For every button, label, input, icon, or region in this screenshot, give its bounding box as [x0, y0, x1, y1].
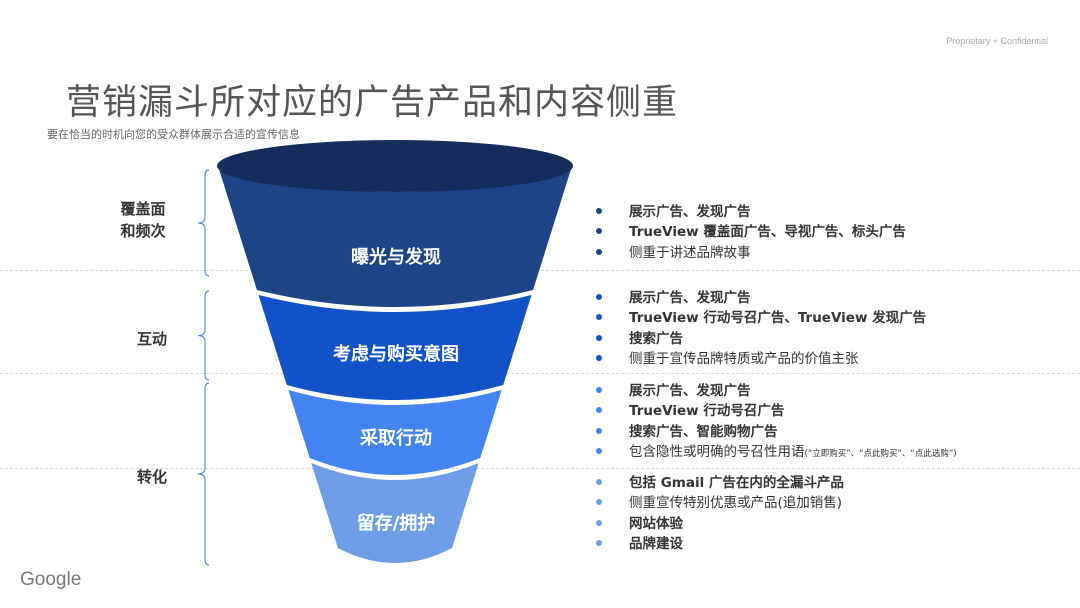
bullet-icon [596, 228, 602, 235]
list-item-text: TrueView 覆盖面广告、导视广告、标头广告 [629, 224, 906, 241]
list-item: 搜索广告、智能购物广告 [596, 422, 778, 442]
list-item: 展示广告、发现广告 [596, 202, 751, 222]
list-item-text: 侧重于讲述品牌故事 [629, 244, 751, 261]
subtitle: 要在恰当的时机向您的受众群体展示合适的宣传信息 [47, 128, 300, 141]
brace-conversion [197, 382, 210, 566]
section-label-line: 和频次 [120, 222, 166, 240]
section-label-engagement: 互动 [136, 330, 168, 348]
list-item: 网站体验 [596, 514, 683, 534]
list-item: 侧重宣传特别优惠或产品(追加销售) [596, 493, 842, 513]
stage-label-loyalty: 留存/拥护 [356, 513, 436, 534]
list-item: 侧重于讲述品牌故事 [596, 243, 751, 263]
divider [0, 373, 1080, 374]
bullet-icon [596, 447, 602, 454]
brace-reach [197, 169, 210, 277]
bullet-icon [596, 479, 602, 485]
stage-label-consideration: 考虑与购买意图 [333, 344, 459, 365]
divider [0, 468, 1080, 469]
list-item-text: TrueView 行动号召广告、TrueView 发现广告 [629, 310, 927, 327]
bullet-icon [596, 499, 602, 506]
list-item-text: 包括 Gmail 广告在内的全漏斗产品 [629, 475, 844, 491]
list-item: TrueView 覆盖面广告、导视广告、标头广告 [596, 222, 906, 242]
list-item-text: 搜索广告、智能购物广告 [629, 423, 778, 440]
bullet-icon [596, 208, 602, 214]
list-item: 品牌建设 [596, 534, 683, 554]
list-item-text: 搜索广告 [629, 330, 683, 347]
bullet-icon [596, 314, 602, 321]
section-label-reach: 覆盖面 和频次 [120, 198, 165, 242]
funnel-stage-consideration [258, 295, 532, 400]
bullet-icon [596, 248, 602, 255]
list-item: 侧重于宣传品牌特质或产品的价值主张 [596, 349, 859, 369]
list-item-text: 展示广告、发现广告 [629, 383, 751, 399]
section-label-conversion: 转化 [136, 468, 168, 486]
list-item-text: 展示广告、发现广告 [629, 204, 751, 220]
funnel-stage-action [288, 390, 502, 475]
bullet-icon [596, 539, 602, 546]
list-item: 包括 Gmail 广告在内的全漏斗产品 [596, 473, 844, 493]
bullet-icon [596, 519, 602, 526]
brace-engagement [197, 290, 210, 381]
page-title: 营销漏斗所对应的广告产品和内容侧重 [66, 83, 679, 123]
funnel-top-opening [217, 140, 573, 192]
funnel-stage-awareness [218, 166, 572, 307]
stage-label-action: 采取行动 [360, 428, 432, 449]
list-item: 包含隐性或明确的号召性用语(“立即购买”、“点此购买”、“点此选购”) [596, 442, 957, 462]
bullet-icon [596, 407, 602, 414]
bullet-icon [596, 354, 602, 361]
list-item-text: 品牌建设 [629, 535, 683, 552]
google-logo: Google [20, 569, 82, 590]
list-item-text: 展示广告、发现广告 [629, 290, 751, 306]
list-item: 展示广告、发现广告 [596, 381, 751, 401]
list-item-text: 侧重宣传特别优惠或产品(追加销售) [629, 495, 843, 512]
list-item: 展示广告、发现广告 [596, 288, 751, 308]
section-label-line: 覆盖面 [120, 200, 166, 218]
funnel-stage-loyalty [311, 463, 479, 563]
list-item-text: 侧重于宣传品牌特质或产品的价值主张 [629, 350, 859, 367]
confidential-label: Proprietary + Confidential [946, 36, 1048, 46]
list-item: TrueView 行动号召广告 [596, 401, 784, 421]
stage-label-awareness: 曝光与发现 [351, 247, 441, 268]
bullet-icon [596, 294, 602, 300]
list-item-note: (“立即购买”、“点此购买”、“点此选购”) [804, 448, 957, 459]
list-item-text: TrueView 行动号召广告 [629, 403, 785, 420]
divider [0, 270, 1080, 271]
list-item: TrueView 行动号召广告、TrueView 发现广告 [596, 308, 926, 328]
bullet-icon [596, 427, 602, 434]
list-item-text: 网站体验 [629, 515, 683, 532]
bullet-icon [596, 334, 602, 341]
list-item-text: 包含隐性或明确的号召性用语 [629, 443, 805, 460]
bullet-icon [596, 387, 602, 393]
list-item: 搜索广告 [596, 329, 683, 349]
